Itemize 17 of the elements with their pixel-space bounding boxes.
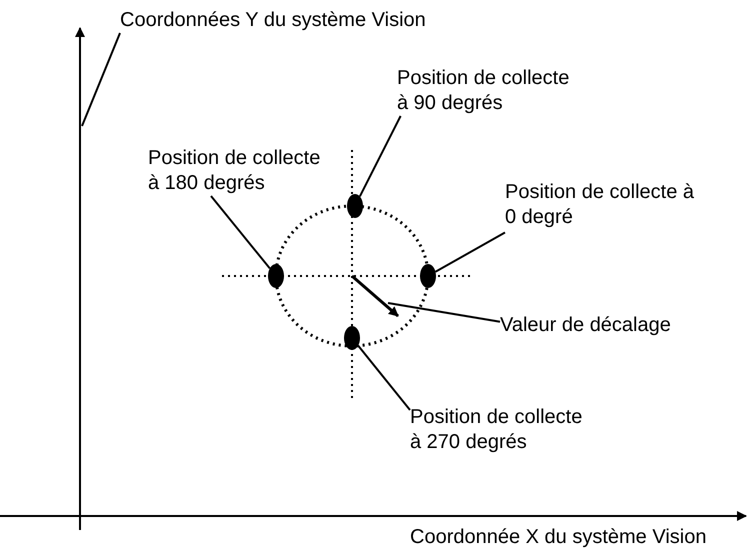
callout-text: Coordonnées Y du système Vision	[120, 8, 580, 33]
callout-text: Position de collecte à 90 degrés	[397, 66, 577, 116]
callout-text: Position de collecte à 0 degré	[505, 180, 700, 230]
pickup-point	[420, 264, 436, 288]
leader-line	[358, 116, 402, 197]
leader-line	[435, 232, 506, 273]
axis-label: Coordonnée X du système Vision	[410, 525, 706, 550]
leader-line	[388, 302, 500, 323]
leader-line	[81, 32, 121, 126]
pickup-point	[268, 264, 284, 288]
pickup-point	[347, 194, 363, 218]
callout-text: Valeur de décalage	[500, 313, 750, 338]
leader-line	[357, 345, 411, 411]
pickup-point	[344, 326, 360, 350]
callout-text: Position de collecte à 180 degrés	[148, 146, 328, 196]
callout-text: Position de collecte à 270 degrés	[410, 405, 590, 455]
leader-line	[210, 195, 271, 270]
